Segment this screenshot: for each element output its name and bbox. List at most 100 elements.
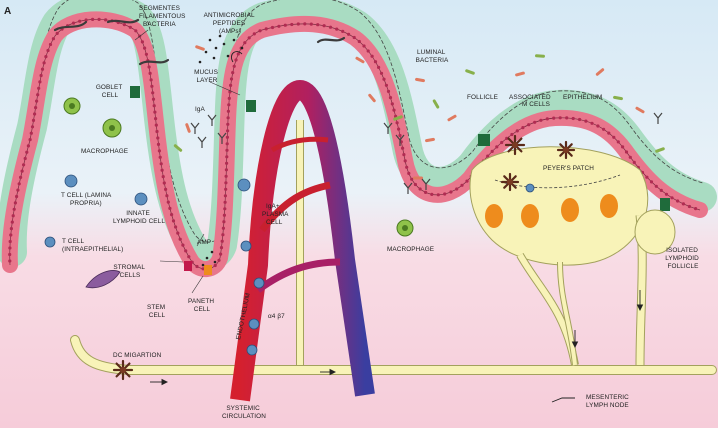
- epithelial-nucleus: [390, 102, 394, 106]
- epithelial-nucleus: [495, 145, 499, 149]
- capillary-branch-2: [255, 258, 341, 293]
- epithelial-nucleus: [388, 96, 393, 100]
- epithelial-nucleus: [264, 27, 268, 31]
- stem-cell-marker: [184, 261, 192, 271]
- epithelial-nucleus: [628, 155, 632, 159]
- epithelial-nucleus: [31, 118, 36, 122]
- epithelial-nucleus: [221, 226, 225, 230]
- bacterium: [655, 147, 665, 153]
- dendritic-cell: [112, 359, 134, 381]
- capillary-branch-1: [259, 181, 331, 233]
- epithelial-nucleus: [223, 200, 227, 204]
- epithelial-nucleus: [140, 40, 144, 44]
- epithelial-nucleus: [664, 192, 669, 196]
- epithelial-nucleus: [156, 136, 160, 140]
- iga-antibody: [403, 182, 413, 194]
- bacterium: [595, 68, 605, 76]
- epithelial-nucleus: [176, 231, 180, 235]
- dendritic-cell: [504, 134, 526, 156]
- epithelial-nucleus: [22, 163, 26, 167]
- epithelial-nucleus: [270, 25, 275, 30]
- epithelial-nucleus: [405, 165, 409, 169]
- label-iga: IgA: [195, 106, 206, 113]
- epithelial-nucleus: [17, 182, 21, 186]
- epithelial-nucleus: [303, 22, 307, 26]
- goblet-cell-4: [660, 198, 670, 211]
- epithelial-nucleus: [148, 71, 152, 75]
- epithelial-nucleus: [217, 258, 221, 262]
- epithelial-nucleus: [12, 207, 16, 211]
- label-amps: ANTIMICROBIAL PEPTIDES (AMPs): [204, 12, 257, 35]
- bacterium: [613, 95, 623, 101]
- sfb-2: [106, 18, 140, 24]
- epithelial-nucleus: [33, 112, 37, 116]
- iga-antibody: [383, 122, 393, 134]
- macrophage-center-nucleus: [109, 125, 115, 131]
- bacterium: [432, 99, 440, 109]
- epithelial-nucleus: [247, 36, 251, 40]
- epithelial-nucleus: [379, 71, 384, 75]
- epithelial-nucleus: [170, 213, 174, 217]
- peyers-lymphocyte: [525, 183, 535, 193]
- epithelial-nucleus: [352, 35, 356, 40]
- epithelial-nucleus: [221, 233, 225, 237]
- epithelial-nucleus: [219, 246, 224, 250]
- sfb-1: [53, 20, 88, 32]
- epithelial-nucleus: [510, 132, 514, 137]
- b-cell-zone-4: [600, 194, 618, 218]
- epithelial-nucleus: [156, 142, 161, 146]
- goblet-cell-2: [246, 100, 256, 112]
- epithelial-nucleus: [335, 27, 339, 31]
- epithelial-nucleus: [225, 148, 229, 152]
- epithelial-nucleus: [225, 155, 229, 159]
- epithelial-nucleus: [392, 108, 396, 112]
- bacterium: [368, 93, 376, 103]
- epithelial-nucleus: [621, 145, 625, 149]
- epithelial-nucleus: [366, 49, 370, 53]
- bacterium: [447, 114, 457, 122]
- epithelial-nucleus: [51, 37, 56, 41]
- amp-particle: [198, 60, 202, 64]
- amp-particle: [226, 54, 230, 58]
- label-mesenteric: MESENTERIC LYMPH NODE: [586, 394, 631, 409]
- epithelial-nucleus: [384, 83, 388, 87]
- epithelial-nucleus: [277, 24, 281, 28]
- epithelial-nucleus: [171, 219, 176, 223]
- epithelial-nucleus: [155, 129, 159, 134]
- goblet-cell-3: [478, 134, 490, 146]
- epithelial-nucleus: [486, 154, 490, 158]
- label-dc-migration: DC MIGARTION: [113, 352, 162, 359]
- goblet-cells: [130, 86, 670, 211]
- epithelial-nucleus: [150, 84, 154, 88]
- epithelial-nucleus: [552, 116, 556, 120]
- epithelial-nucleus: [223, 207, 227, 211]
- epithelial-nucleus: [328, 25, 333, 29]
- epithelial-nucleus: [243, 41, 247, 45]
- label-stromal: STROMAL CELLS: [113, 264, 146, 279]
- label-follicle: FOLLICLE: [467, 94, 498, 101]
- epithelial-nucleus: [16, 188, 20, 192]
- epithelial-nucleus: [676, 199, 680, 203]
- isolated-lymphoid-follicle: [634, 209, 676, 255]
- epithelial-nucleus: [226, 129, 230, 133]
- epithelial-nucleus: [402, 153, 406, 157]
- epithelial-nucleus: [565, 116, 569, 120]
- epithelial-nucleus: [694, 207, 698, 211]
- macrophage-left-nucleus: [69, 103, 75, 109]
- flow-arrows: [150, 51, 644, 403]
- epithelial-nucleus: [226, 122, 230, 126]
- epithelial-nucleus: [539, 118, 543, 122]
- epithelial-nucleus: [407, 171, 411, 175]
- epithelial-nucleus: [184, 249, 188, 253]
- iga-antibody: [197, 136, 207, 148]
- iga-antibody: [653, 112, 663, 124]
- epithelial-nucleus: [40, 67, 45, 71]
- epithelial-nucleus: [11, 214, 15, 218]
- epithelial-nucleus: [322, 24, 326, 28]
- epithelial-nucleus: [632, 160, 636, 164]
- epithelial-nucleus: [225, 161, 229, 165]
- epithelial-nucleus: [347, 32, 351, 36]
- epithelial-nucleus: [144, 52, 148, 56]
- epithelial-nucleus: [616, 140, 620, 144]
